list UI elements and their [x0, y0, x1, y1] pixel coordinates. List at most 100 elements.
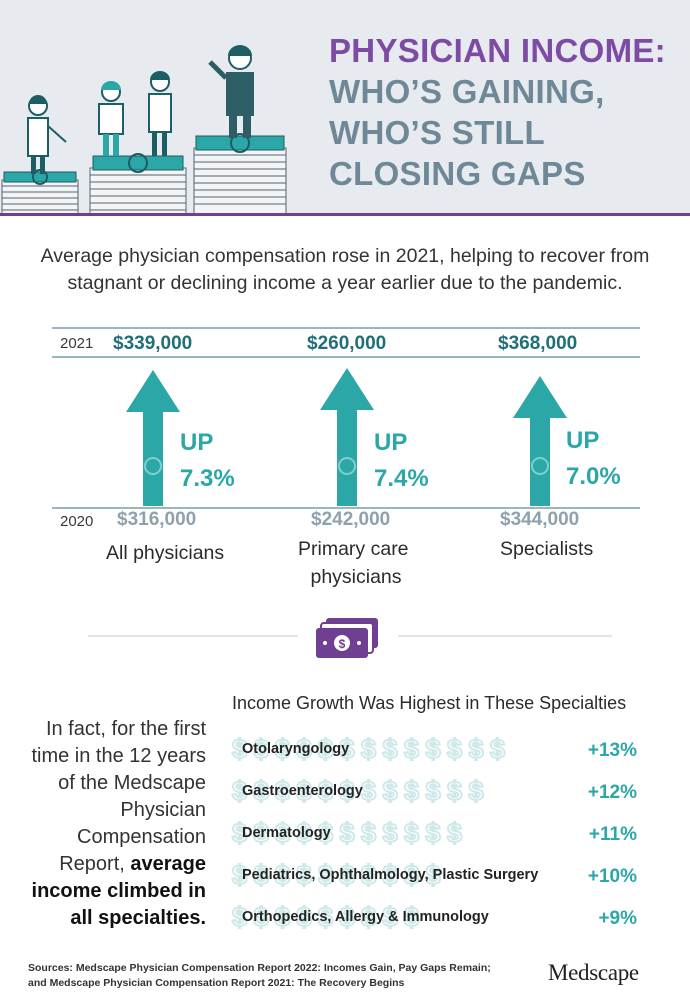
- dollar-sign-mark: $: [232, 818, 247, 848]
- sources-note: Sources: Medscape Physician Compensation…: [28, 961, 508, 991]
- dollar-sign-mark: $: [232, 776, 247, 806]
- dollar-sign-mark: $: [383, 818, 398, 848]
- category-primary-care: Primary care physicians: [298, 538, 414, 588]
- compensation-comparison-chart: 2021 2020 $339,000 $316,000 UP 7.3% All …: [52, 327, 640, 588]
- change-all-physicians: 7.3%: [180, 465, 235, 492]
- category-primary-care-line-2: physicians: [310, 566, 401, 588]
- sources-line-2: and Medscape Physician Compensation Repo…: [28, 977, 405, 989]
- dollar-sign-mark: $: [232, 902, 247, 932]
- value-2020-all-physicians: $316,000: [117, 509, 196, 530]
- dollar-sign-mark: $: [232, 734, 247, 764]
- up-arrow-1: [126, 370, 180, 506]
- specialty-growth-value: +13%: [588, 740, 637, 761]
- coin-icon: [338, 457, 356, 475]
- dollar-sign-mark: $: [447, 776, 462, 806]
- dollar-sign-mark: $: [469, 776, 484, 806]
- specialty-growth-value: +9%: [598, 908, 637, 929]
- dollar-sign-mark: $: [361, 902, 376, 932]
- intro-text: Average physician compensation rose in 2…: [40, 245, 650, 294]
- dollar-sign-mark: $: [426, 776, 441, 806]
- dollar-sign-mark: $: [297, 776, 312, 806]
- dollar-sign-mark: $: [275, 902, 290, 932]
- specialty-row: $$$$$$$$$$$$Gastroenterology+12%: [231, 775, 637, 807]
- value-2021-all-physicians: $339,000: [113, 333, 192, 354]
- dollar-sign-mark: $: [469, 734, 484, 764]
- specialty-rows: $$$$$$$$$$$$$Otolaryngology+13%$$$$$$$$$…: [231, 733, 637, 933]
- dollar-sign-mark: $: [297, 902, 312, 932]
- up-label-primary-care: UP: [374, 429, 407, 456]
- value-2020-primary-care: $242,000: [311, 509, 390, 530]
- dollar-sign-mark: $: [361, 818, 376, 848]
- dollar-sign-mark: $: [404, 860, 419, 890]
- specialty-row: $$$$$$$$$Orthopedics, Allergy & Immunolo…: [231, 901, 637, 933]
- dollar-sign-mark: $: [232, 860, 247, 890]
- dollar-sign-mark: $: [275, 776, 290, 806]
- dollar-sign-mark: $: [318, 902, 333, 932]
- svg-text:$: $: [339, 637, 346, 651]
- specialty-label: Dermatology: [242, 825, 331, 841]
- surgeon-figure-icon: [208, 45, 254, 138]
- dollar-sign-mark: $: [404, 776, 419, 806]
- dollar-sign-mark: $: [318, 818, 333, 848]
- dollar-sign-mark: $: [254, 902, 269, 932]
- specialty-label: Otolaryngology: [242, 741, 349, 757]
- up-arrow-3: [513, 376, 567, 506]
- value-2020-specialists: $344,000: [500, 509, 579, 530]
- dollar-sign-mark: $: [447, 734, 462, 764]
- dollar-sign-mark: $: [361, 734, 376, 764]
- up-arrow-2: [320, 368, 374, 506]
- year-label-2021: 2021: [60, 335, 93, 352]
- dollar-sign-mark: $: [340, 776, 355, 806]
- group-primary-care: $260,000 $242,000 UP 7.4% Primary care p…: [298, 333, 429, 588]
- dollar-sign-mark: $: [426, 818, 441, 848]
- value-2021-specialists: $368,000: [498, 333, 577, 354]
- header-banner: PHYSICIAN INCOME: WHO’S GAINING, WHO’S S…: [0, 0, 690, 216]
- title-line-4: CLOSING GAPS: [329, 155, 586, 192]
- dollar-sign-mark: $: [361, 776, 376, 806]
- dollar-sign-mark: $: [426, 734, 441, 764]
- fact-text: In fact, for the first time in the 12 ye…: [20, 716, 206, 932]
- specialty-growth-value: +12%: [588, 782, 637, 803]
- specialty-label: Pediatrics, Ophthalmology, Plastic Surge…: [242, 867, 538, 883]
- dollar-sign-mark: $: [340, 818, 355, 848]
- specialty-row: $$$$$$$$$$$Dermatology+11%: [231, 817, 637, 849]
- coin-icon: [144, 457, 162, 475]
- category-primary-care-line-1: Primary care: [298, 538, 409, 560]
- physicians-on-money-stacks-illustration: [1, 45, 287, 213]
- specialty-row: $$$$$$$$$$Pediatrics, Ophthalmology, Pla…: [231, 859, 637, 891]
- specialty-label: Gastroenterology: [242, 783, 363, 799]
- dollar-sign-mark: $: [275, 818, 290, 848]
- value-2021-primary-care: $260,000: [307, 333, 386, 354]
- dollar-sign-mark: $: [404, 818, 419, 848]
- change-primary-care: 7.4%: [374, 465, 429, 492]
- dollar-sign-mark: $: [404, 734, 419, 764]
- dollar-sign-mark: $: [254, 818, 269, 848]
- dollar-sign-mark: $: [318, 734, 333, 764]
- year-label-2020: 2020: [60, 513, 93, 530]
- category-specialists: Specialists: [500, 538, 593, 560]
- dollar-sign-mark: $: [383, 860, 398, 890]
- up-label-specialists: UP: [566, 427, 599, 454]
- coin-icon: [531, 457, 549, 475]
- dollar-sign-mark: $: [361, 860, 376, 890]
- title-line-2: WHO’S GAINING,: [329, 73, 605, 110]
- dollar-sign-mark: $: [340, 860, 355, 890]
- specialty-label: Orthopedics, Allergy & Immunology: [242, 909, 489, 925]
- money-bills-icon: $: [316, 618, 378, 658]
- specialty-growth-value: +11%: [589, 824, 637, 845]
- group-specialists: $368,000 $344,000 UP 7.0% Specialists: [498, 333, 621, 560]
- dollar-sign-mark: $: [318, 776, 333, 806]
- dollar-sign-mark: $: [297, 734, 312, 764]
- page-title: PHYSICIAN INCOME: WHO’S GAINING, WHO’S S…: [329, 30, 684, 194]
- dollar-sign-mark: $: [447, 818, 462, 848]
- doctor-figure-icon: [27, 95, 67, 174]
- change-specialists: 7.0%: [566, 463, 621, 490]
- doctor-figure-icon: [148, 71, 172, 156]
- title-line-3: WHO’S STILL: [329, 114, 545, 151]
- dollar-sign-mark: $: [297, 860, 312, 890]
- title-line-1: PHYSICIAN INCOME:: [329, 32, 666, 69]
- doctor-figure-icon: [98, 81, 124, 156]
- dollar-sign-mark: $: [340, 902, 355, 932]
- dollar-sign-mark: $: [426, 860, 441, 890]
- dollar-sign-mark: $: [404, 902, 419, 932]
